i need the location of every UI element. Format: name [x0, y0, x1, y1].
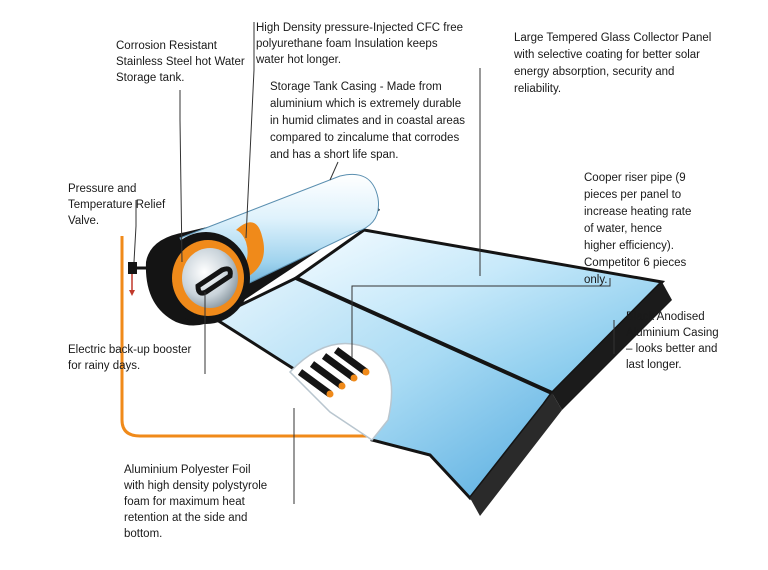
leader-lines: [133, 22, 615, 504]
label-booster: Electric back-up booster for rainy days.: [68, 342, 238, 374]
text-line: of water, hence: [584, 223, 662, 235]
text-line: Stainless Steel hot Water: [116, 56, 245, 68]
text-line: energy absorption, security and: [514, 66, 675, 78]
anodised-casing-edge: [552, 282, 672, 410]
text-line: with high density polystyrole: [124, 480, 268, 492]
label-foam-insulation: High Density pressure-Injected CFC free …: [256, 20, 496, 68]
text-line: Aluminium Casing: [626, 327, 719, 339]
text-line: with selective coating for better solar: [514, 49, 701, 61]
text-line: only.: [584, 274, 608, 286]
text-line: Competitor 6 pieces: [584, 257, 687, 269]
text-line: compared to zincalume that corrodes: [270, 132, 460, 144]
anodised-casing-front: [470, 393, 562, 516]
text-line: Cooper riser pipe (9: [584, 172, 686, 184]
hot-water-pipe: [120, 236, 372, 438]
text-line: increase heating rate: [584, 206, 692, 218]
text-line: higher efficiency).: [584, 240, 674, 252]
text-line: Corrosion Resistant: [116, 40, 217, 52]
text-line: foam for maximum heat: [124, 496, 245, 508]
text-line: in humid climates and in coastal areas: [270, 115, 465, 127]
text-line: reliability.: [514, 83, 562, 95]
text-line: for rainy days.: [68, 360, 141, 372]
foil-cutaway: [288, 342, 393, 442]
text-line: Pressure and: [68, 183, 137, 195]
relief-valve: [128, 262, 146, 296]
label-anodised-casing: Black Anodised Aluminium Casing – looks …: [626, 309, 756, 373]
text-line: Storage tank.: [116, 72, 185, 84]
text-line: Black Anodised: [626, 311, 705, 323]
text-line: – looks better and: [626, 343, 718, 355]
text-line: aluminium which is extremely durable: [270, 98, 462, 110]
label-relief-valve: Pressure and Temperature Relief Valve.: [68, 181, 198, 229]
text-line: Temperature Relief: [68, 199, 166, 211]
foam-insulation: [236, 222, 264, 278]
text-line: Large Tempered Glass Collector Panel: [514, 32, 712, 44]
text-line: Aluminium Polyester Foil: [124, 464, 251, 476]
text-line: last longer.: [626, 359, 682, 371]
text-line: and has a short life span.: [270, 149, 399, 161]
text-line: bottom.: [124, 528, 163, 540]
heating-element: [195, 266, 233, 296]
label-riser-pipe: Cooper riser pipe (9 pieces per panel to…: [584, 170, 734, 289]
panel-divider: [295, 276, 553, 395]
text-line: High Density pressure-Injected CFC free: [256, 22, 464, 34]
label-glass-panel: Large Tempered Glass Collector Panel wit…: [514, 30, 744, 98]
label-foil: Aluminium Polyester Foil with high densi…: [124, 462, 314, 542]
text-line: pieces per panel to: [584, 189, 682, 201]
text-line: retention at the side and: [124, 512, 248, 524]
text-line: Storage Tank Casing - Made from: [270, 81, 442, 93]
text-line: Valve.: [68, 215, 100, 227]
text-line: polyurethane foam Insulation keeps: [256, 38, 438, 50]
label-tank-casing: Storage Tank Casing - Made from aluminiu…: [270, 79, 490, 164]
text-line: Electric back-up booster: [68, 344, 192, 356]
riser-pipes: [297, 347, 370, 398]
text-line: water hot longer.: [256, 54, 342, 66]
label-corrosion-tank: Corrosion Resistant Stainless Steel hot …: [116, 38, 276, 86]
